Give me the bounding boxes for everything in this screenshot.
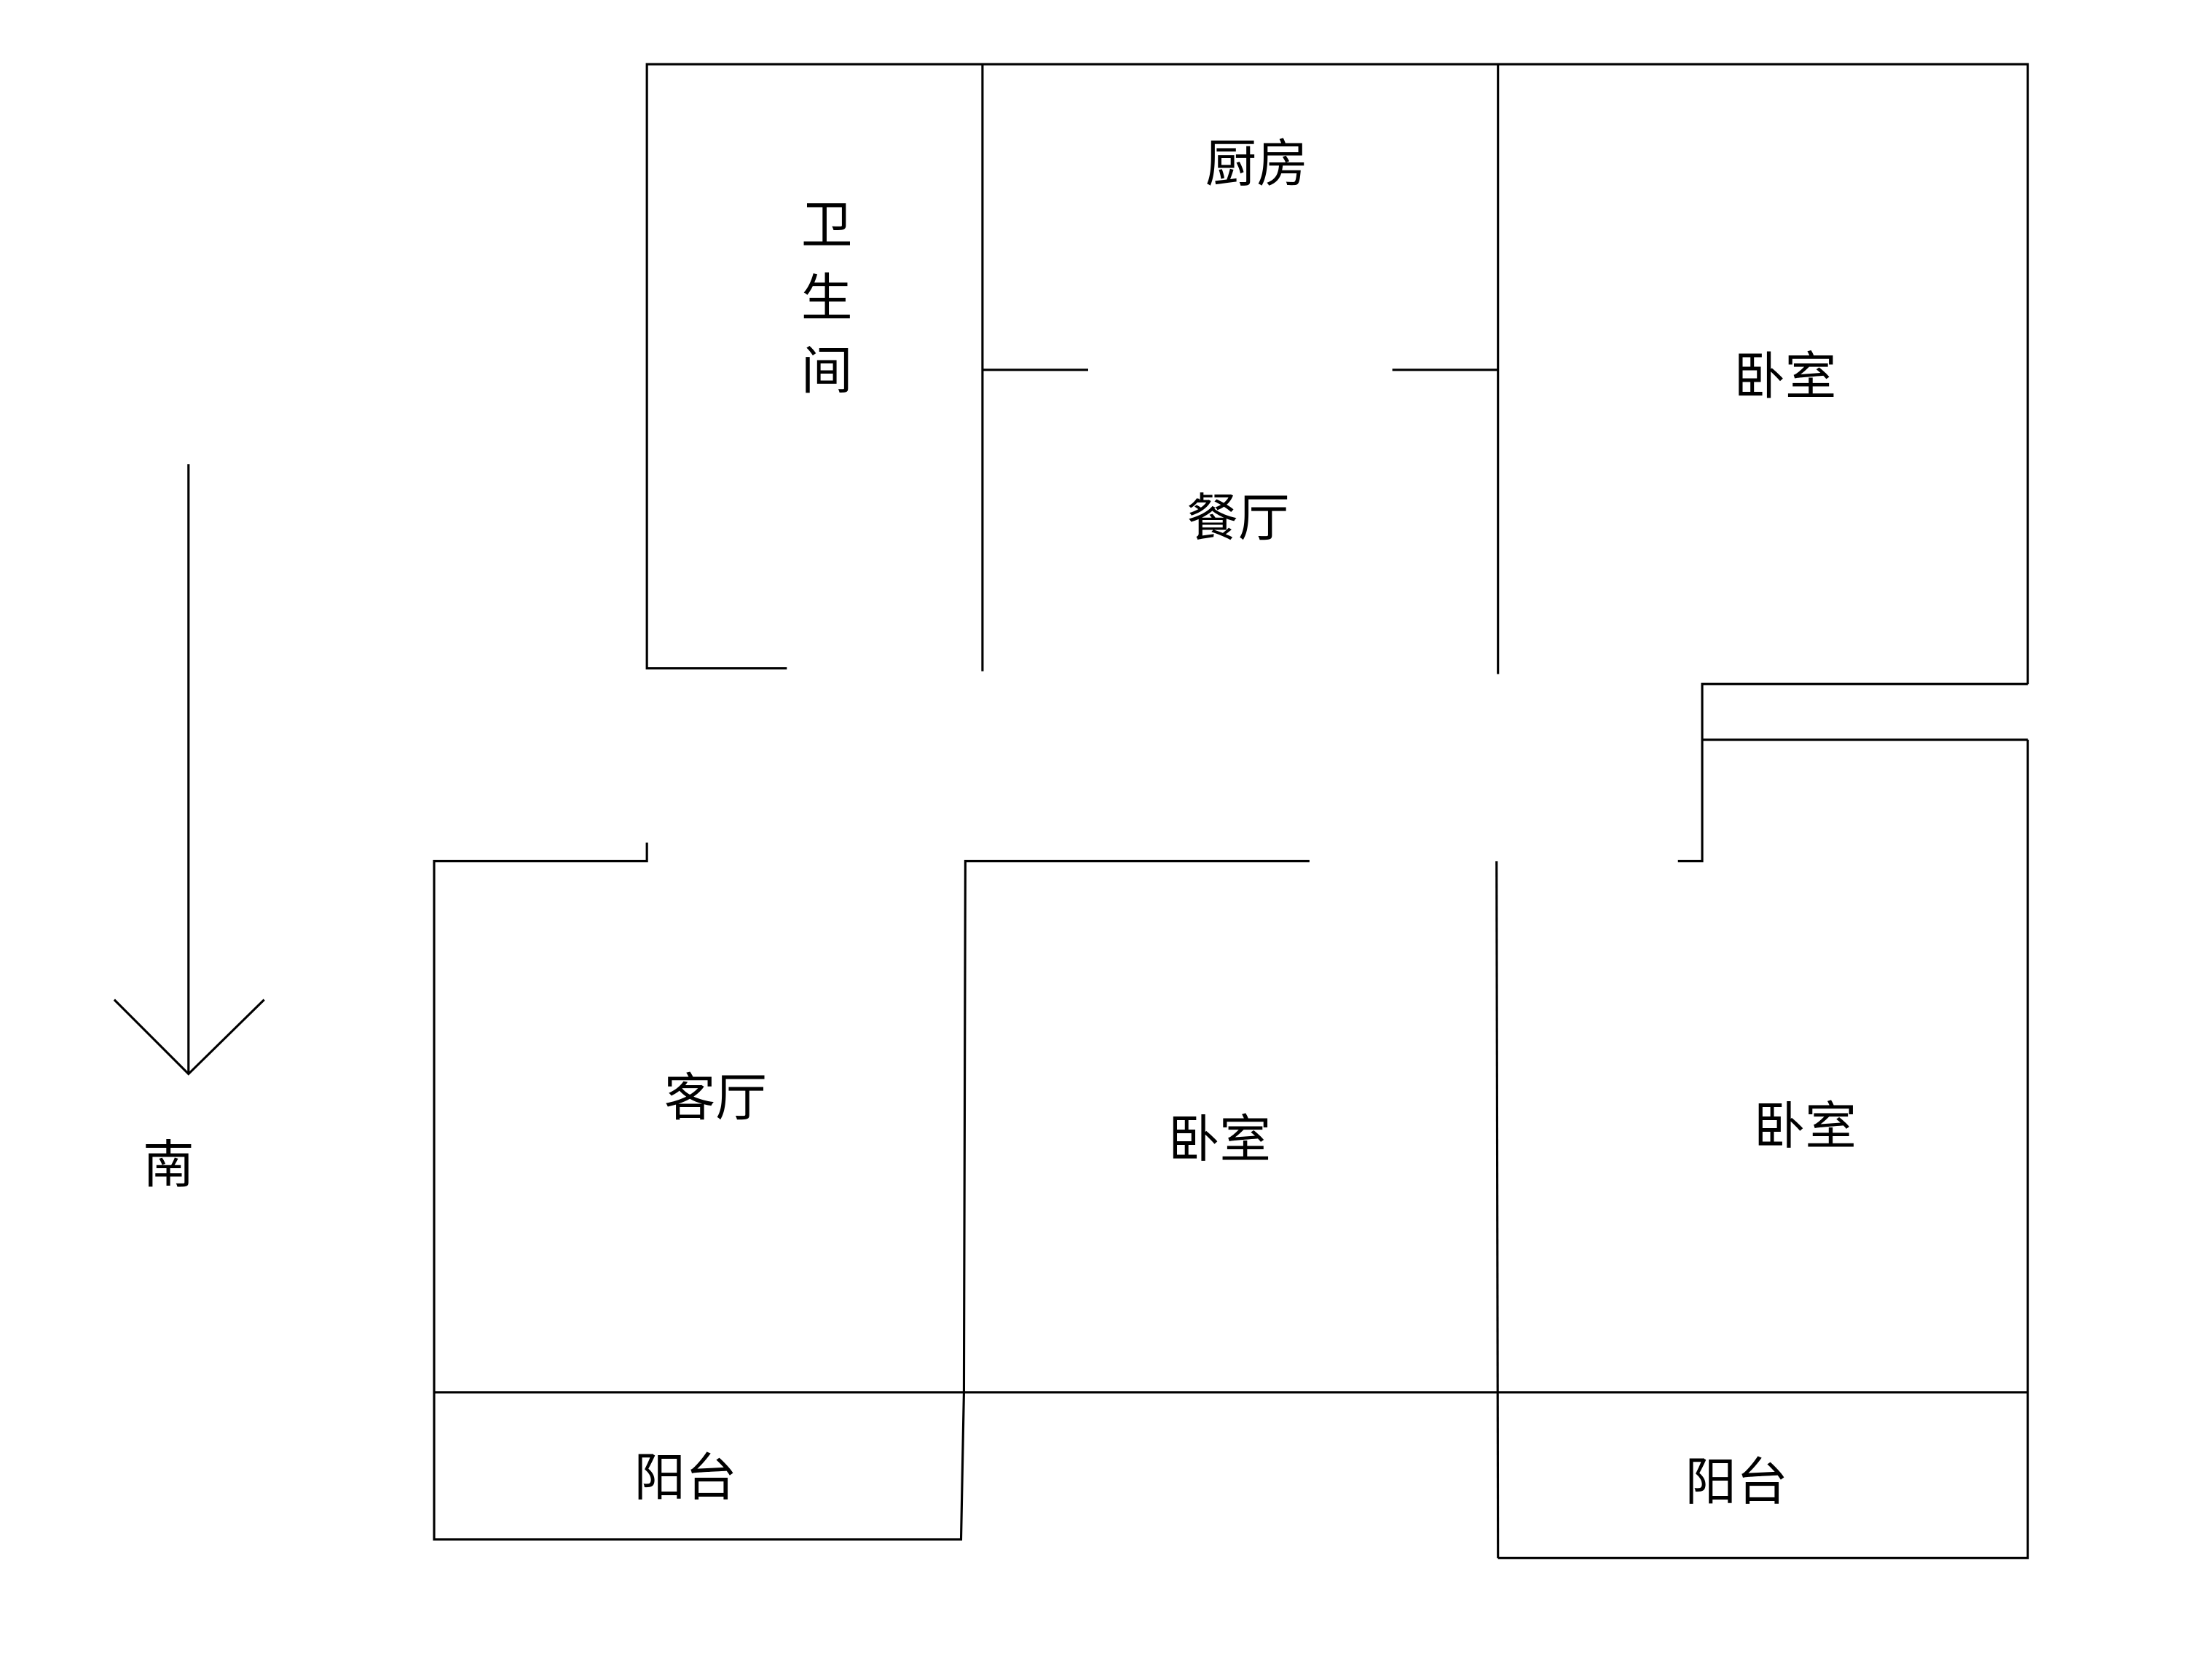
room-label-bathroom: 卫生间 bbox=[801, 194, 853, 401]
svg-text:卫生间: 卫生间 bbox=[801, 194, 853, 401]
room-label-kitchen: 厨房 bbox=[1205, 133, 1308, 194]
south-arrow-icon bbox=[113, 464, 265, 1076]
room-label-balcony-w: 阳台 bbox=[634, 1447, 737, 1508]
compass-label: 南 bbox=[143, 1135, 194, 1195]
room-label-dining: 餐厅 bbox=[1186, 487, 1289, 548]
room-label-bedroom-s: 卧室 bbox=[1168, 1108, 1271, 1169]
room-label-bedroom-ne: 卧室 bbox=[1733, 346, 1836, 406]
bathroom-label-char: 生 bbox=[801, 267, 853, 328]
bathroom-label-char: 卫 bbox=[801, 194, 853, 255]
room-label-living: 客厅 bbox=[664, 1067, 767, 1127]
room-label-bedroom-se: 卧室 bbox=[1754, 1096, 1857, 1157]
room-label-balcony-e: 阳台 bbox=[1685, 1451, 1788, 1512]
bathroom-label-char: 间 bbox=[801, 340, 853, 401]
south-wing-walls bbox=[433, 739, 2029, 1559]
east-strip-walls bbox=[1677, 682, 2028, 862]
north-wing-walls bbox=[645, 63, 2029, 685]
